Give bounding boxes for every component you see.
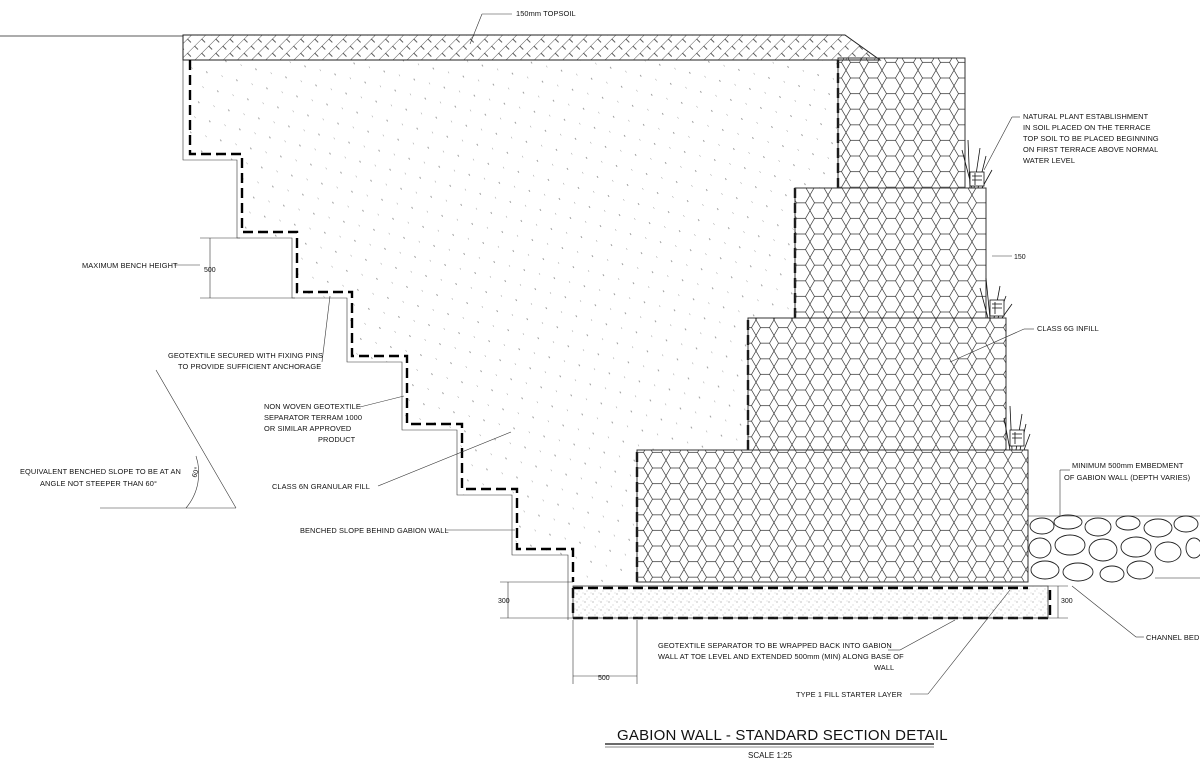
label-embed-1: MINIMUM 500mm EMBEDMENT	[1072, 461, 1184, 470]
label-channel: CHANNEL BED	[1146, 633, 1199, 642]
label-geosep-3: WALL	[874, 663, 894, 672]
label-class6n: CLASS 6N GRANULAR FILL	[272, 482, 370, 491]
label-plant-3: TOP SOIL TO BE PLACED BEGINNING	[1023, 134, 1159, 143]
dim-base-left: 300	[498, 598, 510, 605]
benched-slope-line	[182, 60, 569, 620]
label-nonwoven-3: OR SIMILAR APPROVED	[264, 424, 351, 433]
gabion-basket-1	[636, 449, 1029, 583]
label-plant-2: IN SOIL PLACED ON THE TERRACE	[1023, 123, 1151, 132]
label-embed-2: OF GABION WALL (DEPTH VARIES)	[1064, 473, 1190, 482]
drawing-title: GABION WALL - STANDARD SECTION DETAIL	[617, 727, 948, 744]
label-geosep-2: WALL AT TOE LEVEL AND EXTENDED 500mm (MI…	[658, 652, 904, 661]
gabion-basket-4	[837, 57, 966, 189]
drawing-scale: SCALE 1:25	[748, 751, 793, 760]
label-equiv-1: EQUIVALENT BENCHED SLOPE TO BE AT AN	[20, 467, 181, 476]
label-benched: BENCHED SLOPE BEHIND GABION WALL	[300, 526, 449, 535]
gabion-basket-3	[794, 187, 987, 319]
label-topsoil: 150mm TOPSOIL	[516, 9, 576, 18]
label-geo-pins-1: GEOTEXTILE SECURED WITH FIXING PINS	[168, 351, 323, 360]
dim-bench: 500	[204, 267, 216, 274]
label-geosep-1: GEOTEXTILE SEPARATOR TO BE WRAPPED BACK …	[658, 641, 892, 650]
label-equiv-2: ANGLE NOT STEEPER THAN 60°	[40, 479, 157, 488]
type1-starter-layer	[572, 585, 1049, 619]
plant-establishment-icons	[961, 139, 1031, 451]
label-type1: TYPE 1 FILL STARTER LAYER	[796, 690, 902, 699]
label-class6g: CLASS 6G INFILL	[1037, 324, 1099, 333]
label-plant-1: NATURAL PLANT ESTABLISHMENT	[1023, 112, 1149, 121]
class-6n-granular-fill	[190, 60, 838, 582]
dim-toe-ext: 500	[598, 675, 610, 682]
label-max-bench: MAXIMUM BENCH HEIGHT	[82, 261, 178, 270]
dim-base-right: 300	[1061, 598, 1073, 605]
dim-step: 150	[1014, 254, 1026, 261]
label-plant-5: WATER LEVEL	[1023, 156, 1075, 165]
leader-lines	[174, 13, 1144, 695]
label-nonwoven-4: PRODUCT	[318, 435, 356, 444]
label-nonwoven-1: NON WOVEN GEOTEXTILE	[264, 402, 361, 411]
label-nonwoven-2: SEPARATOR TERRAM 1000	[264, 413, 362, 422]
label-plant-4: ON FIRST TERRACE ABOVE NORMAL	[1023, 145, 1158, 154]
topsoil-layer	[182, 34, 882, 61]
gabion-basket-2	[747, 317, 1007, 451]
label-geo-pins-2: TO PROVIDE SUFFICIENT ANCHORAGE	[178, 362, 321, 371]
dimension-lines	[100, 237, 1068, 684]
dim-angle: 60°	[190, 466, 201, 479]
channel-bed-rocks	[1028, 514, 1200, 583]
